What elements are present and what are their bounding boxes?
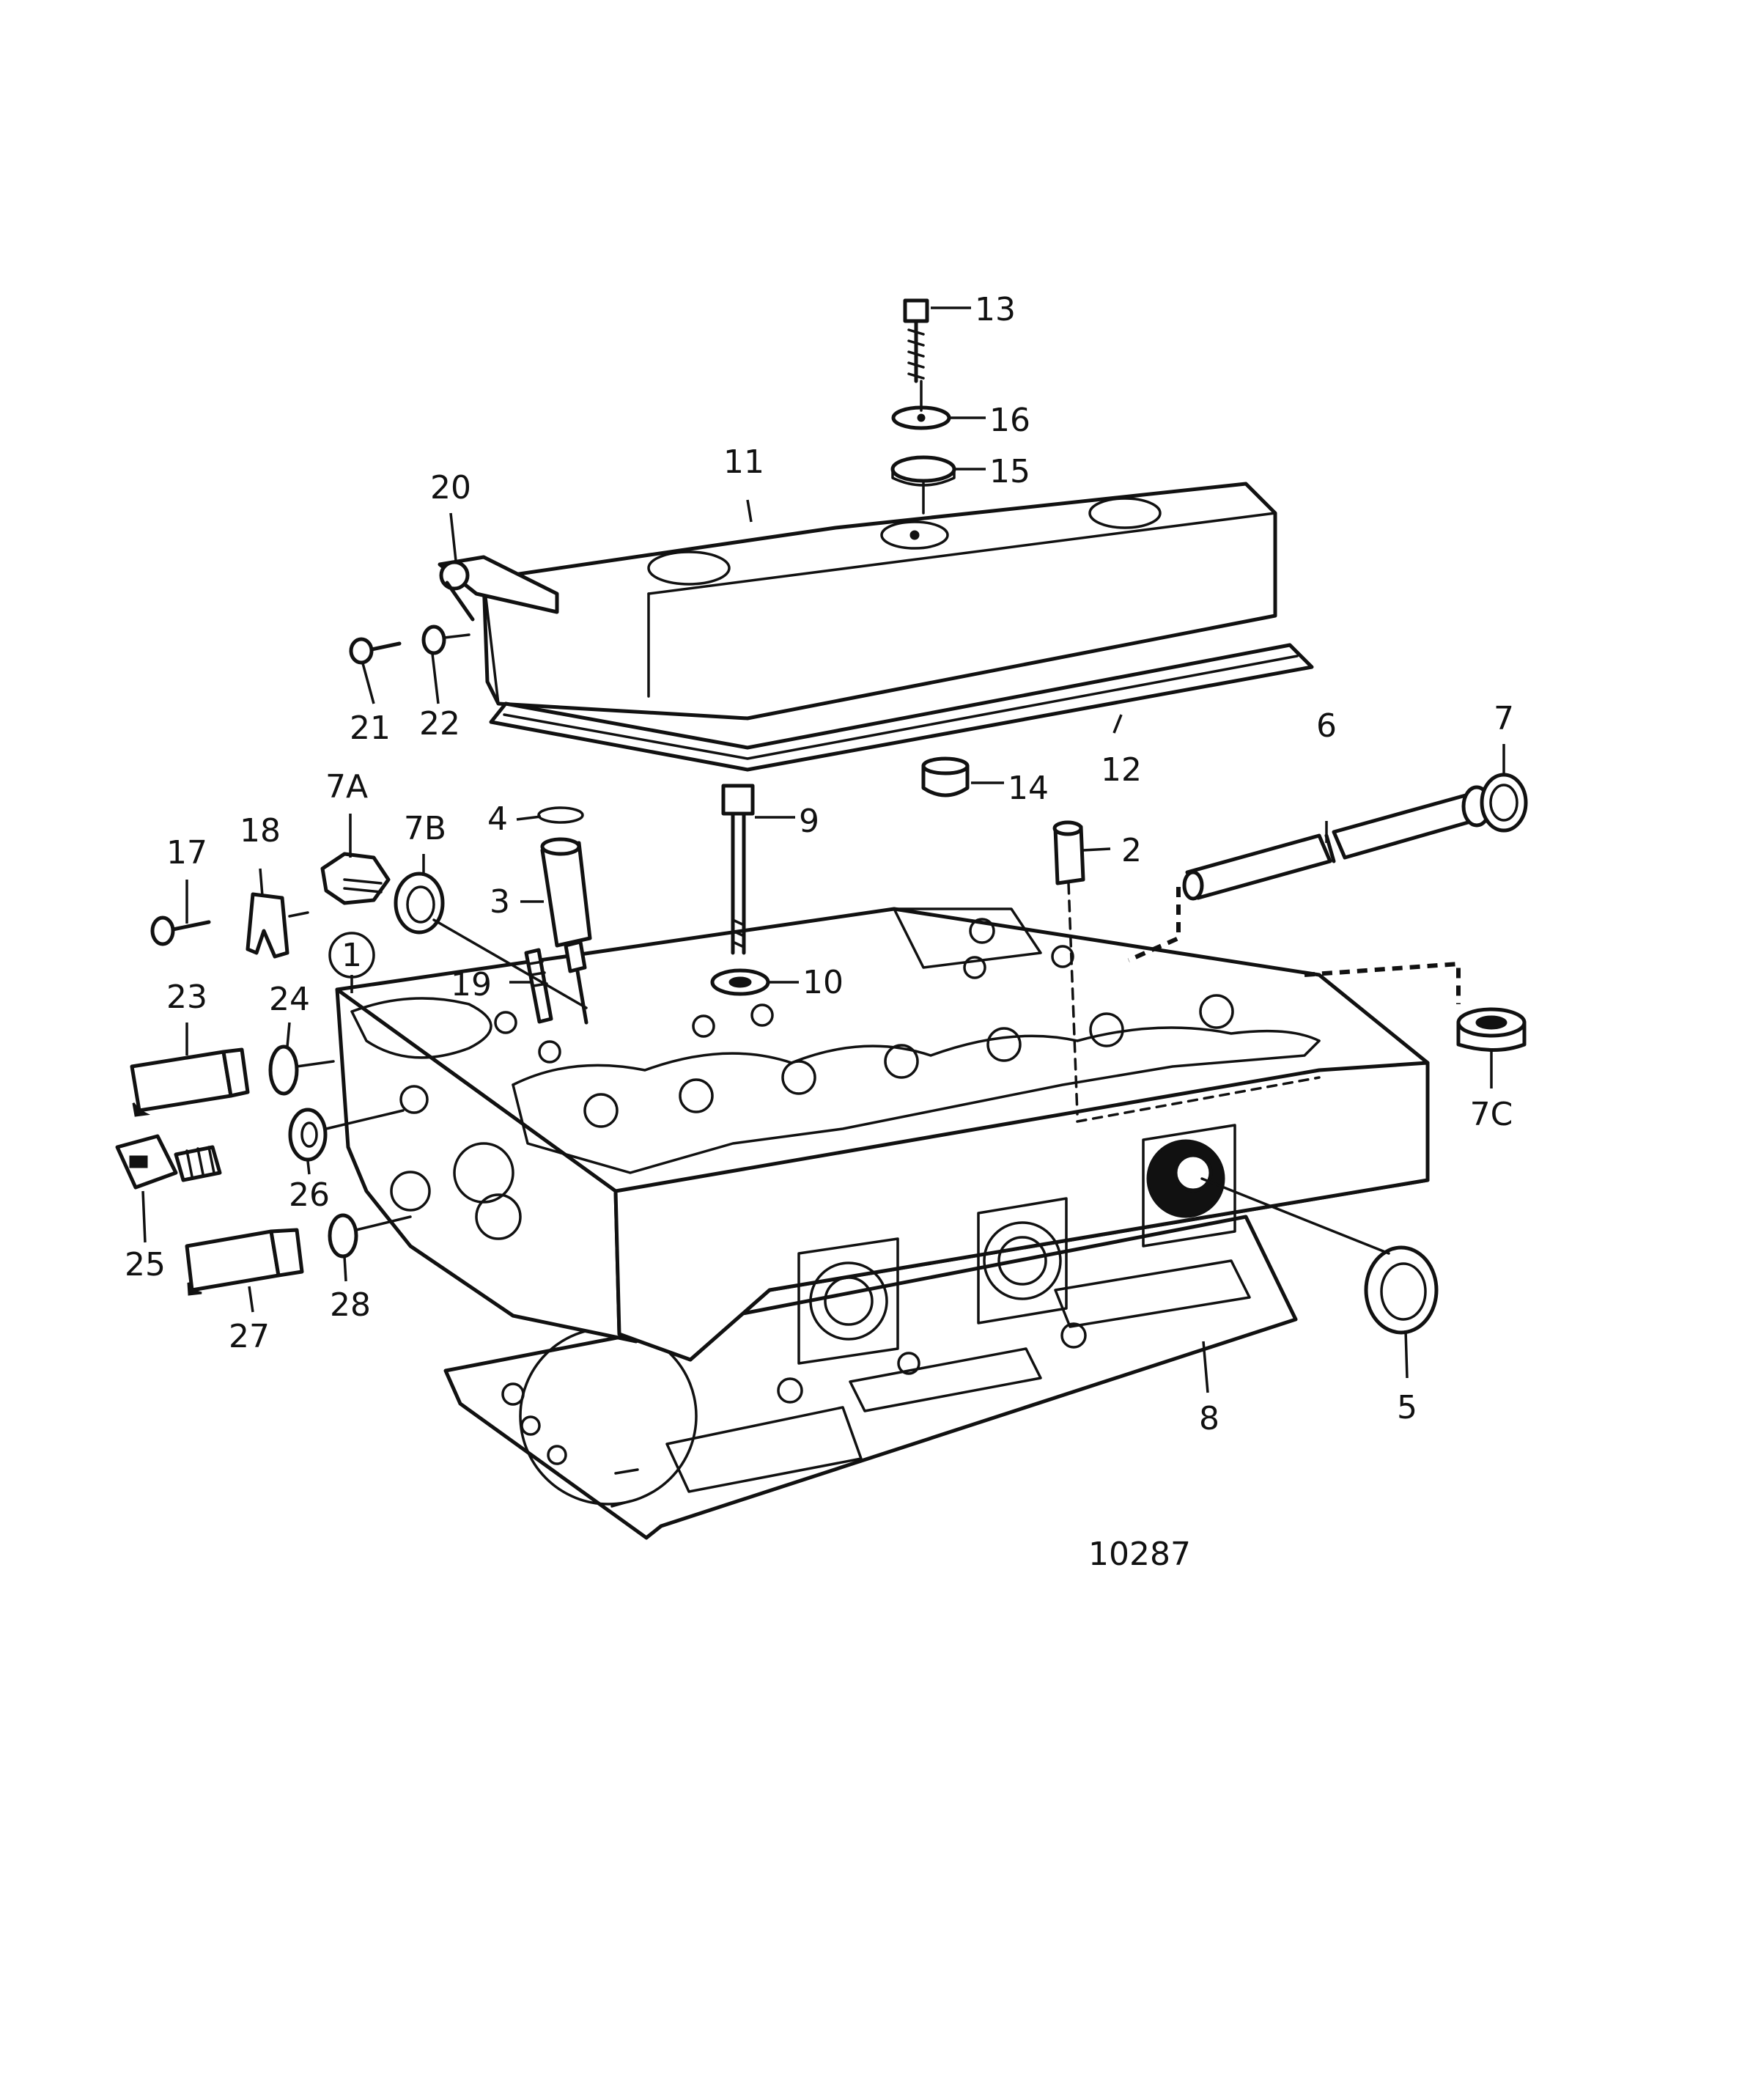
washer-26 xyxy=(288,1108,328,1162)
stud-19 xyxy=(524,948,553,1024)
callout-6: 6 xyxy=(1316,707,1337,745)
cap-14 xyxy=(921,756,970,797)
callout-3: 3 xyxy=(490,883,510,921)
callout-17: 17 xyxy=(166,834,207,872)
callout-10: 10 xyxy=(802,964,844,1001)
washer-28 xyxy=(328,1213,358,1259)
injector-3 xyxy=(540,837,592,1025)
washer-24 xyxy=(268,1045,299,1096)
callout-12: 12 xyxy=(1101,751,1142,789)
head-gasket xyxy=(443,1215,1298,1540)
callout-15: 15 xyxy=(989,453,1030,490)
callout-28: 28 xyxy=(330,1286,371,1324)
washer-7b xyxy=(394,872,588,1009)
leader-lines xyxy=(141,306,1505,1393)
callout-13: 13 xyxy=(975,291,1016,328)
callout-2: 2 xyxy=(1121,832,1142,869)
pipe-6 xyxy=(1182,785,1492,901)
seal-7 xyxy=(1480,773,1528,833)
callout-11: 11 xyxy=(723,443,764,481)
callout-9: 9 xyxy=(799,803,819,840)
callout-labels: 1 2 3 4 5 6 7 7A 7B 7C 8 9 10 11 12 13 1… xyxy=(125,291,1514,1437)
sensor-25 xyxy=(115,1134,222,1190)
rocker-cover xyxy=(438,482,1277,721)
plug-7c xyxy=(1456,1007,1527,1052)
callout-25: 25 xyxy=(125,1246,166,1283)
bolt-9 xyxy=(721,784,755,955)
callout-1-circle xyxy=(328,932,375,979)
plug-7a xyxy=(320,852,391,905)
callout-5: 5 xyxy=(1397,1389,1417,1426)
screw-17 xyxy=(150,915,211,946)
plug-5 xyxy=(1200,1177,1439,1335)
callout-7c: 7C xyxy=(1470,1096,1513,1133)
washer-22 xyxy=(421,625,446,655)
callout-7a: 7A xyxy=(325,768,368,806)
clip-18 xyxy=(246,892,309,959)
callout-7b: 7B xyxy=(404,810,446,847)
callout-18: 18 xyxy=(240,812,281,850)
callout-8: 8 xyxy=(1199,1400,1219,1437)
callout-21: 21 xyxy=(350,710,391,747)
callout-1: 1 xyxy=(342,937,362,974)
callout-27: 27 xyxy=(229,1318,270,1355)
cylinder-head xyxy=(335,907,1430,1365)
washer-10 xyxy=(710,968,770,996)
o-ring-4 xyxy=(537,806,584,824)
pin-2 xyxy=(1052,820,1085,1116)
callout-22: 22 xyxy=(419,705,460,743)
bolt-13 xyxy=(903,298,929,383)
drawing-number: 10287 xyxy=(1088,1536,1191,1573)
rocker-cover-gasket xyxy=(489,643,1314,772)
callout-20: 20 xyxy=(430,469,471,506)
callout-26: 26 xyxy=(289,1176,330,1214)
screw-21 xyxy=(349,637,402,665)
callout-19: 19 xyxy=(451,966,492,1003)
callout-24: 24 xyxy=(269,981,310,1018)
pipe-23 xyxy=(130,1047,250,1117)
callout-4: 4 xyxy=(487,800,508,838)
callout-7: 7 xyxy=(1494,700,1514,737)
callout-16: 16 xyxy=(989,402,1030,439)
callout-23: 23 xyxy=(166,979,207,1016)
pipe-27 xyxy=(185,1228,304,1296)
callout-14: 14 xyxy=(1008,770,1049,807)
